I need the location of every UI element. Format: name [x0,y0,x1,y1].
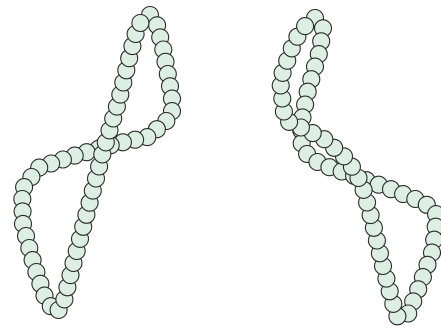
bead [132,15,149,32]
left-bead-chain [14,7,181,319]
right-bead-chain [272,10,441,325]
bead [297,18,314,35]
chains-group [14,7,441,325]
